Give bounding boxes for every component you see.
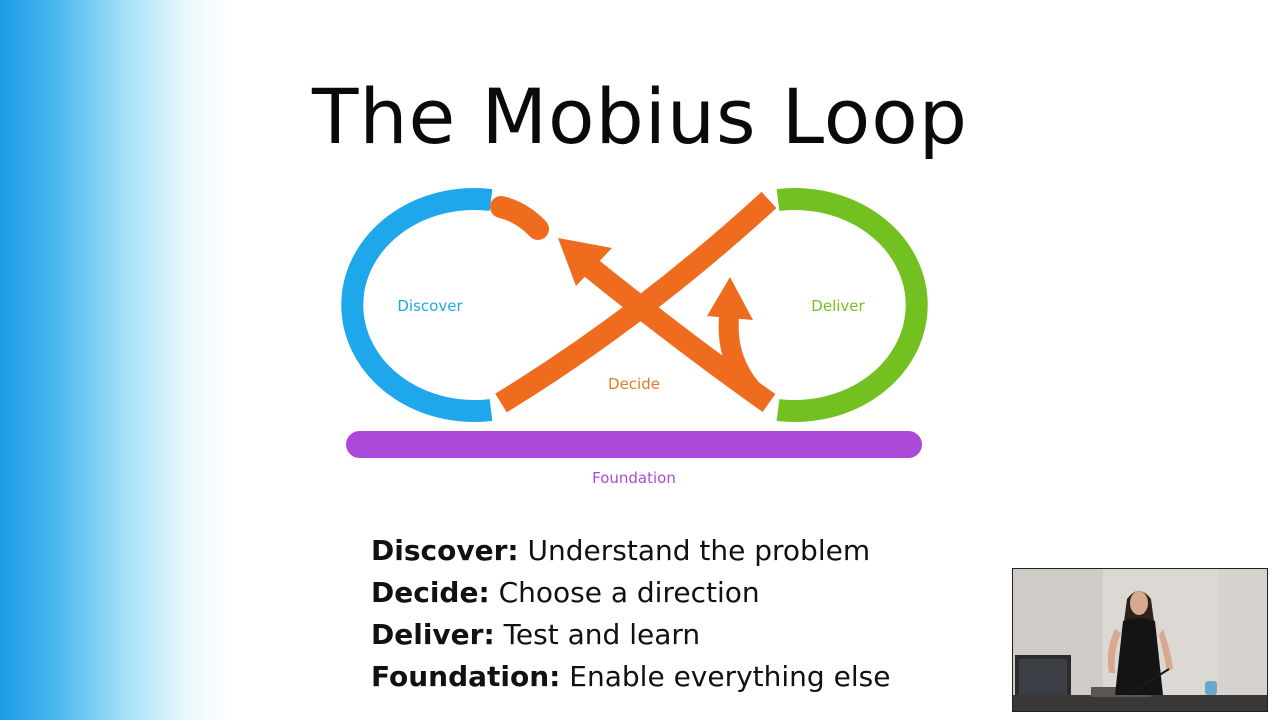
definition-term: Discover: xyxy=(371,534,519,567)
presenter-person-icon xyxy=(1107,591,1173,695)
definition-text: Choose a direction xyxy=(489,576,760,609)
presenter-video-feed xyxy=(1012,568,1268,712)
definition-decide: Decide: Choose a direction xyxy=(371,572,890,614)
decide-label: Decide xyxy=(608,375,660,393)
mobius-loop-diagram: Discover Deliver Decide Foundation xyxy=(341,188,928,487)
discover-label: Discover xyxy=(397,297,463,315)
definition-text: Enable everything else xyxy=(560,660,891,693)
definition-text: Test and learn xyxy=(494,618,701,651)
definition-discover: Discover: Understand the problem xyxy=(371,530,890,572)
background-gradient-band xyxy=(0,0,230,720)
presenter-scene xyxy=(1013,569,1267,711)
definition-deliver: Deliver: Test and learn xyxy=(371,614,890,656)
definition-term: Deliver: xyxy=(371,618,495,651)
foundation-label: Foundation xyxy=(592,469,676,487)
definition-foundation: Foundation: Enable everything else xyxy=(371,656,890,698)
decide-small-arc xyxy=(490,196,549,240)
deliver-label: Deliver xyxy=(811,297,865,315)
definition-term: Decide: xyxy=(371,576,490,609)
deliver-ring xyxy=(776,188,928,422)
decide-arrow-head-right xyxy=(707,277,753,320)
slide-title: The Mobius Loop xyxy=(311,72,969,161)
definition-term: Foundation: xyxy=(371,660,561,693)
definitions-list: Discover: Understand the problem Decide:… xyxy=(371,530,890,698)
foundation-bar xyxy=(346,431,922,458)
definition-text: Understand the problem xyxy=(518,534,871,567)
decide-arrow-head-left xyxy=(558,238,612,286)
discover-ring xyxy=(341,188,493,422)
